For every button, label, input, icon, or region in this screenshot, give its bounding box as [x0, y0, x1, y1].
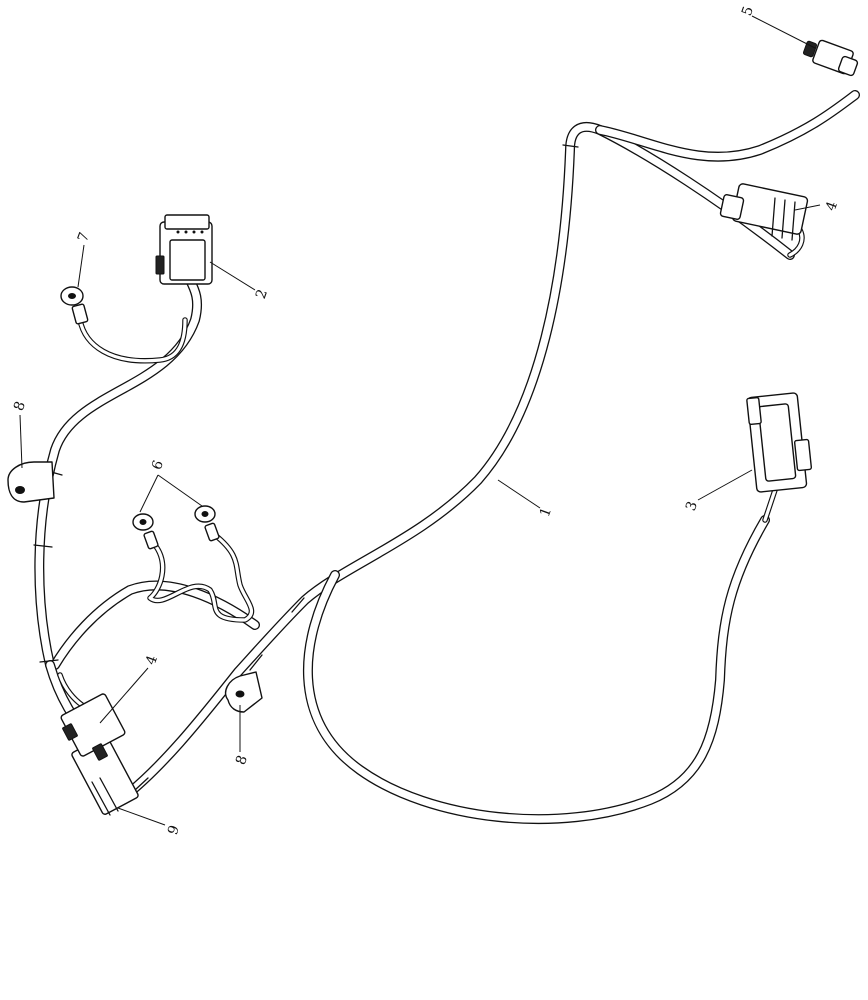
callout-7: 7 — [75, 230, 93, 244]
mounting-clip-8-lower — [224, 671, 263, 713]
callout-9: 9 — [165, 823, 183, 837]
mounting-clip-8-upper — [7, 461, 55, 503]
callout-6: 6 — [149, 458, 167, 472]
connector-5 — [802, 39, 859, 77]
callout-5: 5 — [739, 4, 757, 18]
connector-4-right — [719, 183, 809, 241]
ground-wires — [57, 227, 805, 708]
callout-3: 3 — [683, 499, 701, 513]
ring-terminals-6 — [132, 505, 220, 550]
connector-4-left — [60, 693, 126, 761]
callout-4-left: 4 — [143, 653, 161, 667]
callout-8-upper: 8 — [11, 399, 29, 413]
main-harness — [33, 90, 860, 825]
callout-2: 2 — [253, 287, 271, 301]
connector-3 — [746, 392, 813, 493]
callout-8-lower: 8 — [233, 753, 251, 767]
callout-4-right: 4 — [823, 199, 841, 213]
callout-1: 1 — [537, 505, 555, 519]
ring-terminal-7 — [60, 286, 89, 325]
leader-lines — [19, 15, 821, 826]
connector-2 — [155, 214, 213, 285]
